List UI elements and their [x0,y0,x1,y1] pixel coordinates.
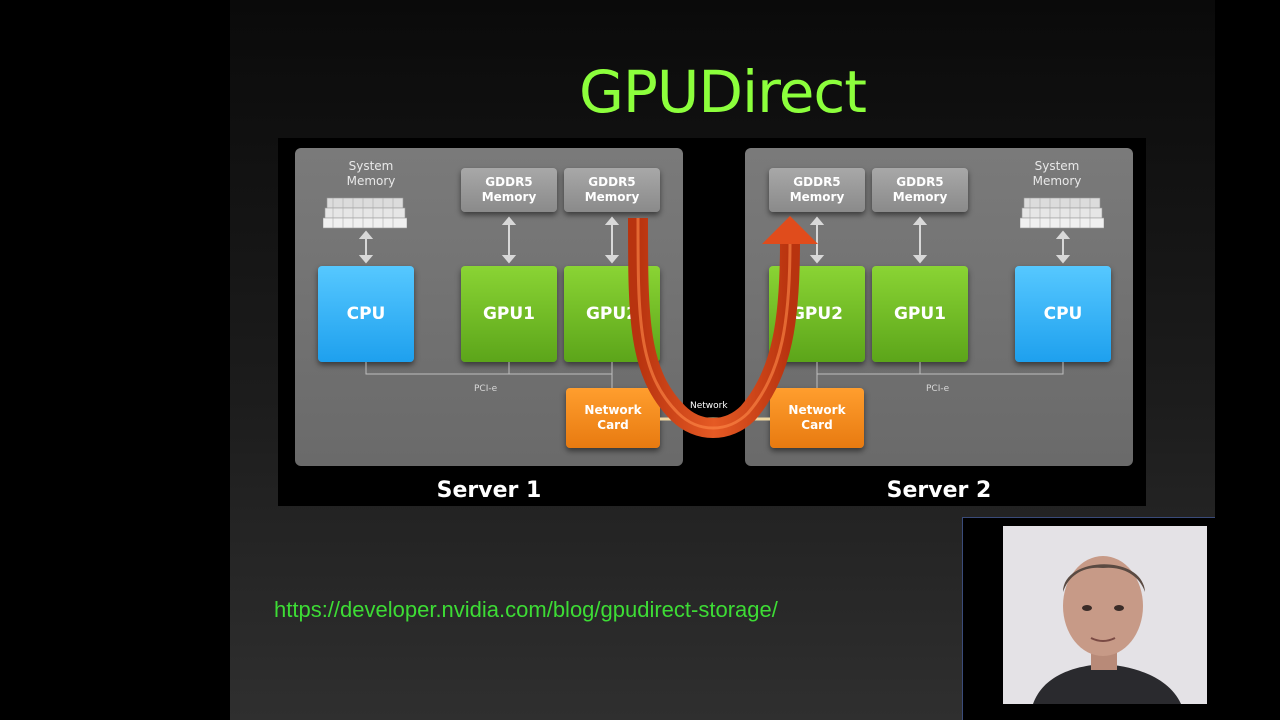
server-2-ram-icon [1020,197,1104,229]
label-line: System [348,159,394,173]
slide-title: GPUDirect [578,58,867,126]
label-line: GDDR5 [896,175,944,189]
network-label: Network [690,401,728,411]
label-line: Card [801,418,833,432]
label-line: Memory [789,190,845,204]
label-line: GDDR5 [588,175,636,189]
server-2-cpu: CPU [1015,266,1111,362]
diagram-connectors [358,216,1071,438]
gpudirect-storage-link[interactable]: https://developer.nvidia.com/blog/gpudir… [274,597,778,622]
server-1-gpu1: GPU1 [461,266,557,362]
server-2-pcie-label: PCI-e [926,384,950,394]
server-1-ram-icon [323,197,407,229]
server-2-system-memory-label: System Memory [1012,159,1102,189]
server-2-label: Server 2 [886,478,992,503]
presenter-webcam [1003,526,1207,704]
label-line: Memory [1032,174,1082,188]
server-1-label: Server 1 [436,478,542,503]
label-line: Memory [346,174,396,188]
server-1-cpu: CPU [318,266,414,362]
label-line: Memory [892,190,948,204]
label-line: GDDR5 [793,175,841,189]
presenter-figure-icon [1003,526,1207,704]
label-line: Memory [584,190,640,204]
server-1-pcie-label: PCI-e [474,384,498,394]
label-line: Network [788,403,846,417]
server-1-system-memory-label: System Memory [326,159,416,189]
server-2-gpu1: GPU1 [872,266,968,362]
label-line: GDDR5 [485,175,533,189]
label-line: Memory [481,190,537,204]
label-line: System [1034,159,1080,173]
label-line: Network [584,403,642,417]
label-line: Card [597,418,629,432]
